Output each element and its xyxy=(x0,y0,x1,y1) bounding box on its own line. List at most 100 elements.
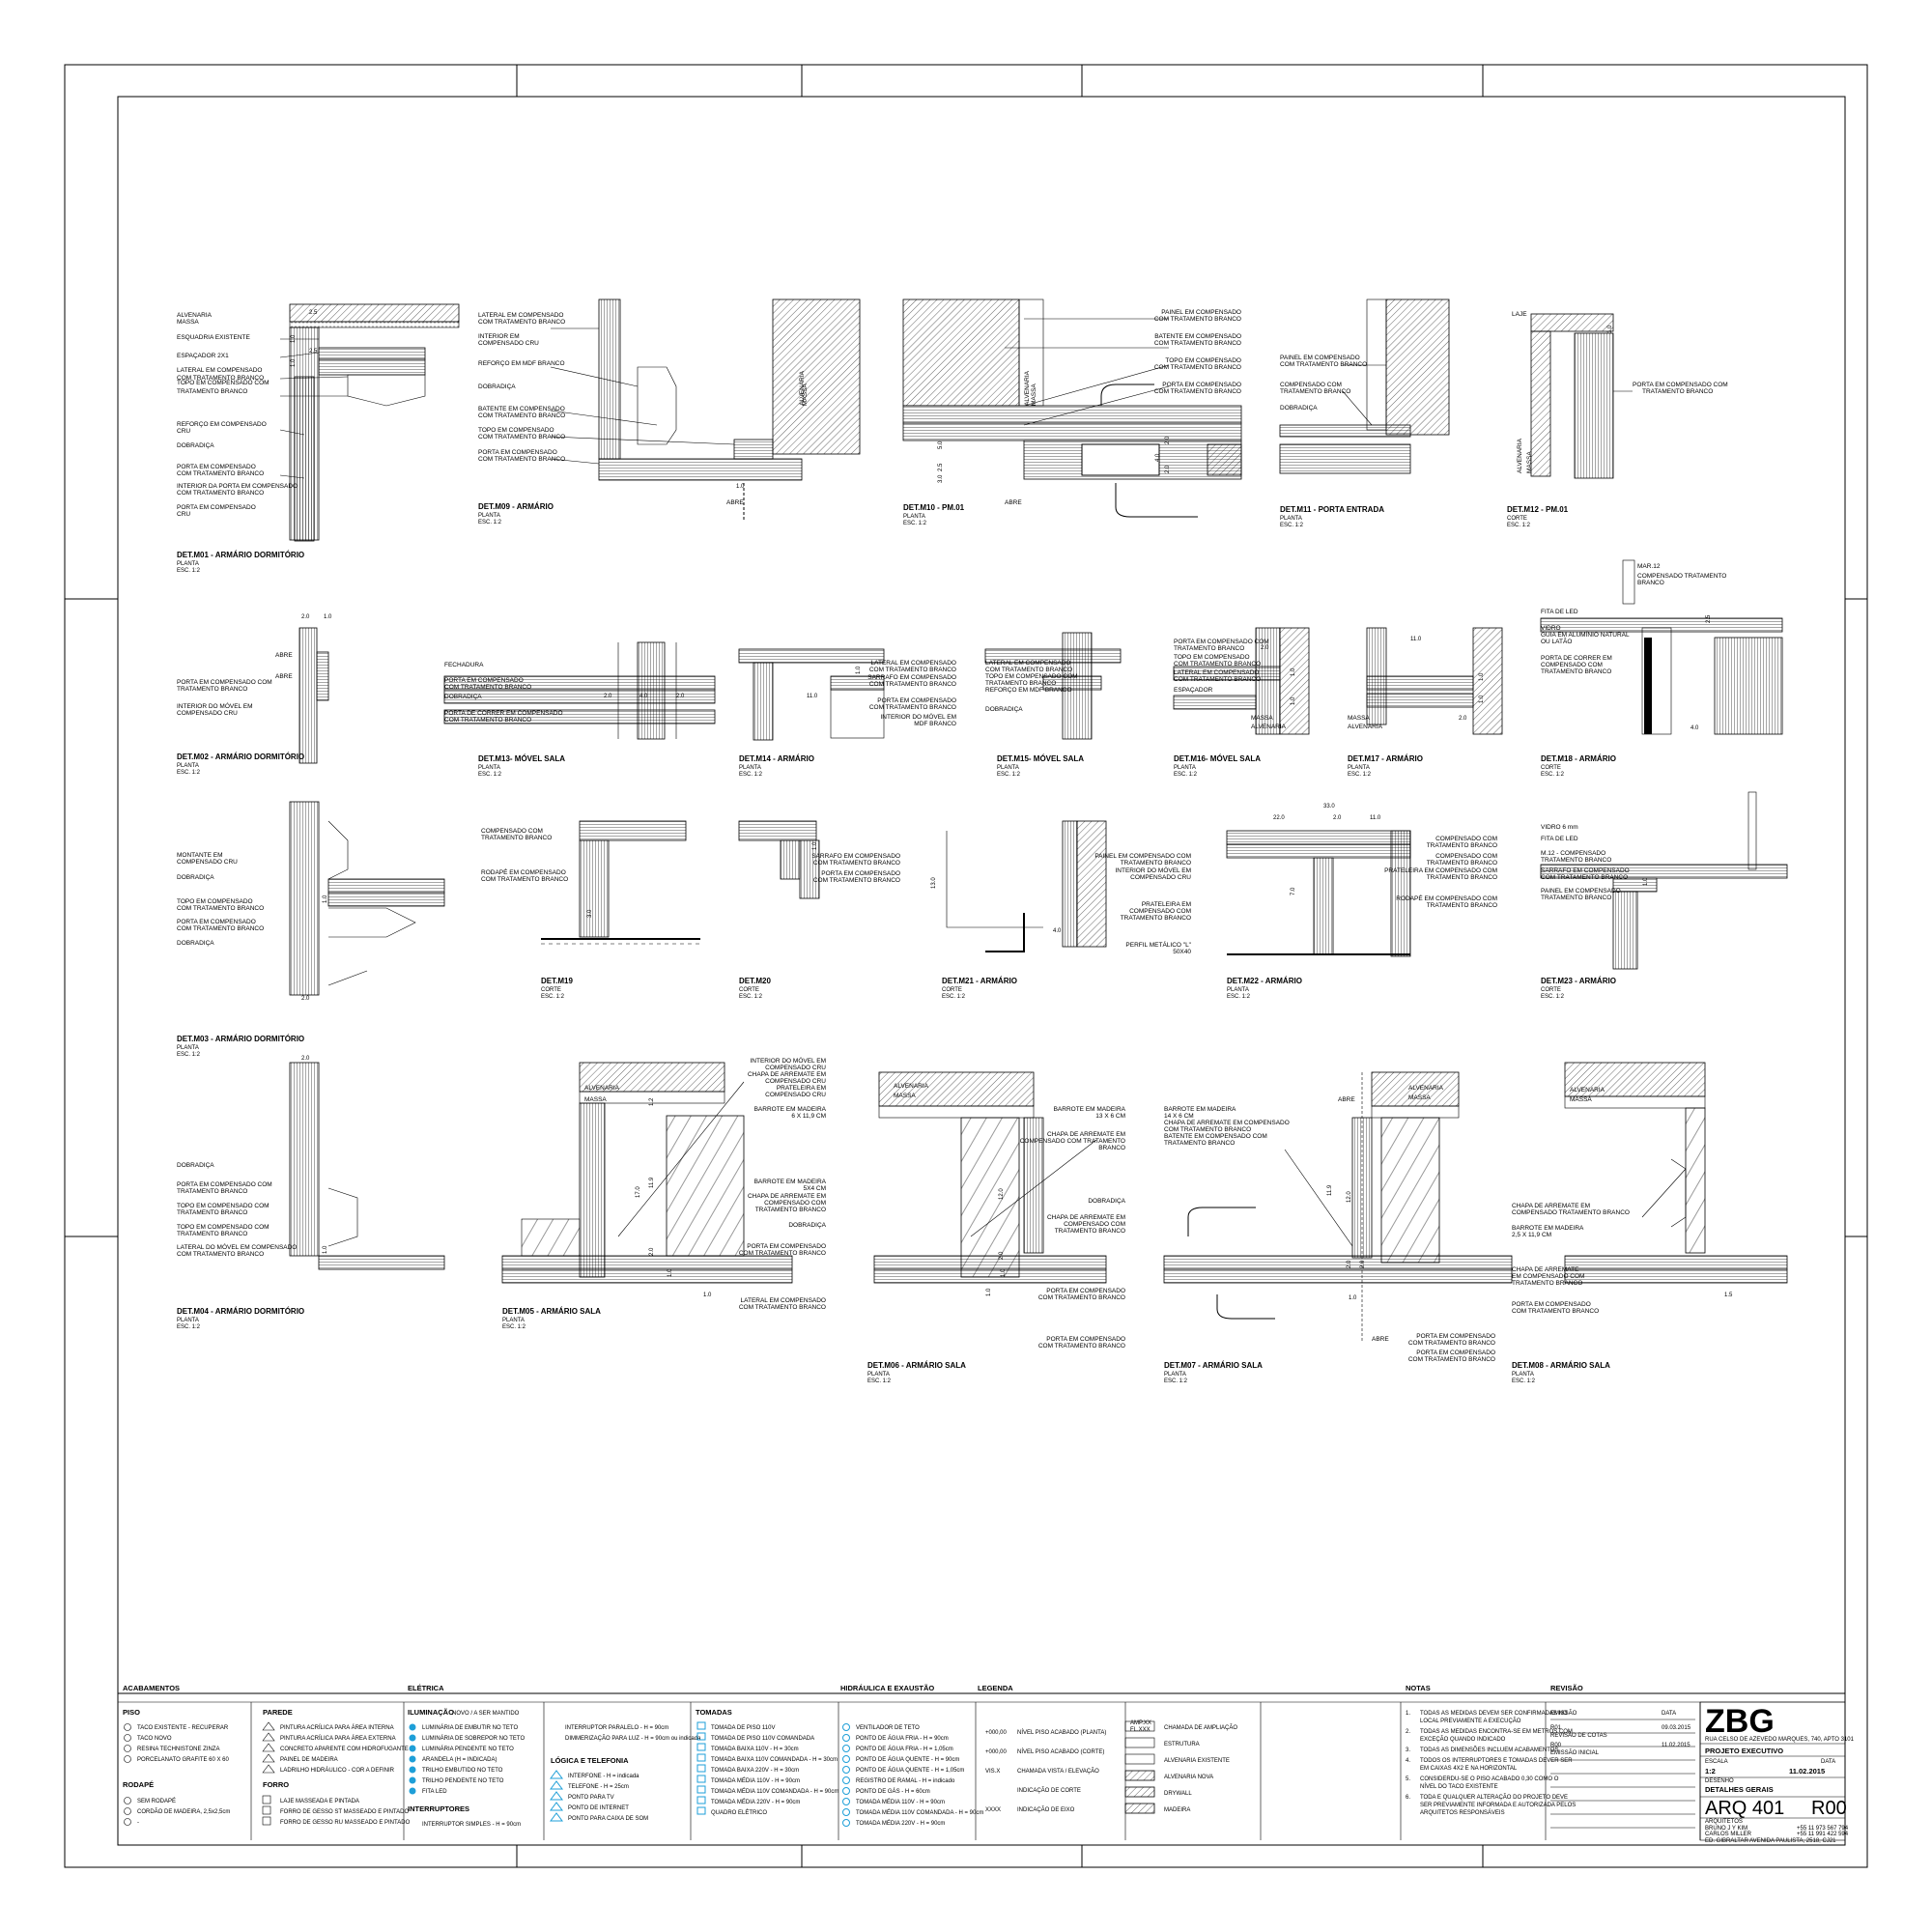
detail-title: DET.M07 - ARMÁRIO SALA xyxy=(1164,1361,1263,1370)
callout-label: PORTA EM COMPENSADO xyxy=(478,449,557,456)
nota-number: 1. xyxy=(1406,1711,1410,1717)
dimension-value: 2.0 xyxy=(1165,436,1171,444)
callout-label: LAJE xyxy=(1512,311,1527,318)
nota-item: TODAS AS DIMENSÕES INCLUEM ACABAMENTOS xyxy=(1420,1747,1558,1753)
dimension-value: 11.0 xyxy=(807,694,818,699)
callout-label: COM TRATAMENTO BRANCO xyxy=(444,684,531,691)
callout-label: BARROTE EM MADEIRA xyxy=(1164,1106,1236,1113)
callout-label: OU LATÃO xyxy=(1541,637,1572,645)
dimension-value: 2.0 xyxy=(1333,815,1342,821)
callout-label: COM TRATAMENTO BRANCO xyxy=(739,1304,826,1311)
detail-scale: ESC. 1:2 xyxy=(903,521,927,526)
callout-label: PAINEL EM COMPENSADO xyxy=(1541,888,1621,895)
callout-label: LATERAL EM COMPENSADO xyxy=(478,312,564,319)
callout-label: ABRE xyxy=(275,652,293,659)
telecom-symbol-icon xyxy=(550,1802,563,1811)
escala-label: ESCALA xyxy=(1705,1759,1728,1765)
callout-label: PORTA EM COMPENSADO COM xyxy=(177,679,272,686)
outlet-symbol-icon xyxy=(696,1721,706,1730)
callout-label: CRU xyxy=(177,428,190,435)
dimension-value: 1.0 xyxy=(323,1245,328,1254)
detail-scale: ESC. 1:2 xyxy=(942,994,966,1000)
detail-title: DET.M01 - ARMÁRIO DORMITÓRIO xyxy=(177,551,304,559)
dimension-value: 2.0 xyxy=(1261,645,1269,651)
detail-m22-geometry xyxy=(1226,830,1411,957)
callout-label: FITA DE LED xyxy=(1541,609,1578,615)
piso-symbol xyxy=(124,1734,131,1742)
callout-label: COM TRATAMENTO BRANCO xyxy=(985,667,1072,673)
callout-label: SARRAFO EM COMPENSADO xyxy=(867,674,956,681)
piso-item: TACO NOVO xyxy=(137,1736,172,1742)
callout-label: FECHADURA xyxy=(444,662,484,668)
detail-annotations: DET.M01 - ARMÁRIO DORMITÓRIO PLANTA ESC. 1… xyxy=(177,309,1733,1384)
detail-view: PLANTA xyxy=(1348,765,1370,771)
callout-label: TRATAMENTO BRANCO xyxy=(177,388,247,395)
callout-label: SARRAFO EM COMPENSADO xyxy=(1541,867,1630,874)
dimension-value: 2.5 xyxy=(309,349,318,355)
callout-label: PORTA EM COMPENSADO xyxy=(177,919,256,925)
light-symbol-icon xyxy=(409,1745,416,1752)
legend-rodape-title: RODAPÉ xyxy=(123,1780,154,1789)
hidraulica-item: PONTO DE GÁS - H = 60cm xyxy=(856,1788,930,1795)
detail-scale: ESC. 1:2 xyxy=(997,772,1021,778)
callout-label: PORTA EM COMPENSADO xyxy=(1512,1301,1591,1308)
dimension-value: 1.0 xyxy=(1643,877,1649,886)
callout-label: REFORÇO EM COMPENSADO xyxy=(177,421,267,428)
callout-label: COM TRATAMENTO BRANCO xyxy=(478,319,565,326)
legenda-material-item: CHAMADA DE AMPLIAÇÃO xyxy=(1164,1724,1237,1731)
callout-label: VIDRO 6 mm xyxy=(1541,824,1578,831)
callout-label: MASSA xyxy=(1570,1096,1592,1103)
legend-mark: +000,00 xyxy=(985,1749,1008,1755)
telecom-symbol-icon xyxy=(550,1791,563,1801)
desenho-value: DETALHES GERAIS xyxy=(1705,1785,1774,1794)
detail-linework xyxy=(279,298,1788,1343)
callout-label: PAINEL EM COMPENSADO xyxy=(1280,355,1360,361)
callout-label: LATERAL DO MÓVEL EM COMPENSADO xyxy=(177,1242,297,1251)
legenda-item: CHAMADA VISTA / ELEVAÇÃO xyxy=(1017,1768,1099,1775)
dimension-value: 1.0 xyxy=(812,841,818,850)
detail-title: DET.M15- MÓVEL SALA xyxy=(997,754,1084,763)
callout-label: COM TRATAMENTO BRANCO xyxy=(1038,1294,1125,1301)
callout-label: DOBRADIÇA xyxy=(1280,405,1318,412)
dimension-value: 3.0 xyxy=(938,474,944,483)
parede-item: LADRILHO HIDRÁULICO - COR A DEFINIR xyxy=(280,1767,395,1774)
piso-symbol xyxy=(124,1755,131,1763)
detail-scale: ESC. 1:2 xyxy=(541,994,565,1000)
callout-label: MASSA xyxy=(802,384,809,406)
detail-title: DET.M08 - ARMÁRIO SALA xyxy=(1512,1361,1610,1370)
legend-piso-title: PISO xyxy=(123,1708,140,1717)
legend-forro-title: FORRO xyxy=(263,1780,289,1789)
callout-label: COM TRATAMENTO BRANCO xyxy=(177,490,264,497)
callout-label: COMPENSADO COM xyxy=(1064,1221,1125,1228)
detail-scale: ESC. 1:2 xyxy=(739,994,763,1000)
dimension-value: 2.0 xyxy=(1360,1260,1366,1268)
callout-label: PAINEL EM COMPENSADO xyxy=(1161,309,1241,316)
plumbing-symbol-icon xyxy=(842,1798,850,1805)
detail-view: CORTE xyxy=(739,987,759,993)
detail-m09-geometry xyxy=(598,298,861,522)
hidraulica-item: TOMADA MÉDIA 110V - H = 90cm xyxy=(856,1799,945,1805)
legend-heading-acabamentos: ACABAMENTOS xyxy=(123,1684,180,1692)
telecom-symbol-icon xyxy=(550,1770,563,1779)
detail-m08-geometry xyxy=(1564,1062,1788,1284)
legenda-material-item: ALVENARIA NOVA xyxy=(1164,1775,1213,1780)
detail-title: DET.M14 - ARMÁRIO xyxy=(739,754,814,763)
dimension-value: 2.0 xyxy=(301,996,310,1002)
callout-label: PORTA EM COMPENSADO xyxy=(1416,1350,1495,1356)
interruptor-item: INTERRUPTOR PARALELO - H = 90cm xyxy=(565,1725,668,1731)
detail-m11-geometry xyxy=(1279,298,1450,474)
plumbing-symbol-icon xyxy=(842,1723,850,1731)
material-swatch xyxy=(1124,1753,1155,1765)
detail-m01-geometry xyxy=(289,303,460,542)
amp-mark: FL.XXX xyxy=(1130,1727,1151,1733)
forro-item: LAJE MASSEADA E PINTADA xyxy=(280,1799,359,1804)
escala-value: 1:2 xyxy=(1705,1767,1716,1776)
nota-item: SER PREVIAMENTE INFORMADA E AUTORIZADA P… xyxy=(1420,1803,1576,1808)
legend-mark: +000,00 xyxy=(985,1730,1008,1736)
plumbing-symbol-icon xyxy=(842,1766,850,1774)
callout-label: COMPENSADO CRU xyxy=(478,340,539,347)
